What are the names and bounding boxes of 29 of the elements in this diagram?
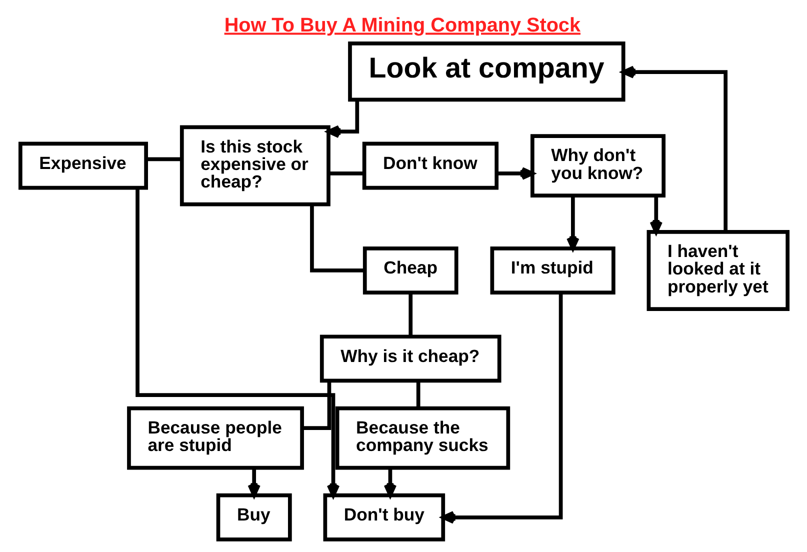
connector (408, 292, 412, 336)
node-box: Don't buy (322, 493, 445, 542)
arrow (383, 468, 396, 497)
arrow (566, 196, 579, 250)
connector (328, 172, 364, 176)
node-box: I haven't looked at it properly yet (646, 230, 790, 311)
connector (146, 157, 182, 162)
node-box: Cheap (362, 246, 458, 294)
node-box: Because people are stupid (126, 406, 304, 470)
arrow (247, 468, 260, 497)
node-box: Buy (216, 493, 292, 542)
arrow (496, 167, 534, 180)
node-box: I'm stupid (490, 246, 615, 294)
node-box: Because the company sucks (334, 406, 510, 470)
diagram-title: How To Buy A Mining Company Stock (224, 14, 580, 37)
arrow (621, 66, 728, 232)
arrow (441, 292, 562, 524)
connector (310, 204, 364, 272)
arrow (649, 196, 662, 234)
connector (302, 381, 331, 430)
arrow (135, 188, 340, 498)
node-box: Why is it cheap? (319, 334, 501, 383)
node-box: Expensive (18, 142, 148, 190)
node-box: Is this stock expensive or cheap? (179, 125, 330, 206)
connector (416, 380, 420, 408)
node-box: Look at company (348, 42, 625, 102)
arrow (326, 100, 359, 138)
node-box: Don't know (362, 142, 498, 190)
node-box: Why don't you know? (530, 134, 666, 198)
